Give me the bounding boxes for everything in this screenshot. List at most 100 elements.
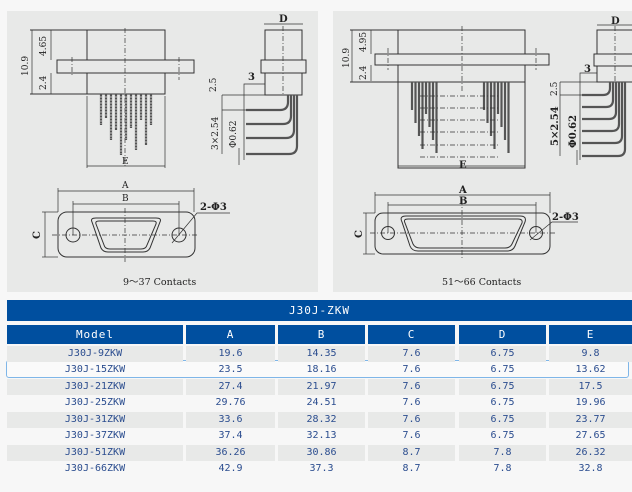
dim-upper: 4.95 xyxy=(359,32,369,52)
bent-pin xyxy=(582,82,615,109)
bent-pin xyxy=(246,95,299,156)
caption-right: 51～66 Contacts xyxy=(442,277,521,288)
bent-pin xyxy=(582,82,612,97)
right-side-view: D 3 2.5 5×2.54 Φ0.62 xyxy=(550,16,632,165)
column-header-c[interactable]: C xyxy=(368,325,455,344)
bent-pin xyxy=(582,82,621,133)
value-cell: 23.77 xyxy=(549,412,632,428)
column-header-a[interactable]: A xyxy=(186,325,275,344)
dim-upper: 4.65 xyxy=(39,36,49,56)
dim-b: B xyxy=(122,194,129,204)
value-cell: 18.16 xyxy=(306,364,337,375)
table-row[interactable]: J30J-25ZKW 29.76 24.51 7.6 6.75 19.96 xyxy=(0,395,632,411)
model-cell: J30J-25ZKW xyxy=(64,397,126,408)
column-header-b[interactable]: B xyxy=(278,325,365,344)
dim-e: E xyxy=(122,157,129,167)
value-cell: 33.6 xyxy=(186,412,275,428)
dim-pin-start: 2.5 xyxy=(550,81,560,96)
dim-pin-dia: Φ0.62 xyxy=(229,121,239,148)
value-cell: 6.75 xyxy=(490,364,515,375)
table-row[interactable]: J30J-15ZKW 23.5 18.16 7.6 6.75 13.62 xyxy=(0,362,632,378)
left-side-view: D 3 2.5 3×2.54 Φ0.62 xyxy=(209,14,307,165)
dim-lower: 2.4 xyxy=(39,75,49,90)
value-cell: 7.6 xyxy=(368,412,455,428)
value-cell: 14.35 xyxy=(278,346,365,362)
value-cell: 6.75 xyxy=(459,346,546,362)
dim-pitch: 3×2.54 xyxy=(211,116,221,150)
model-cell: J30J-51ZKW xyxy=(7,445,183,461)
left-flange-view: A B C 2-Φ3 9～37 Contacts xyxy=(32,181,230,288)
dim-holes: 2-Φ3 xyxy=(552,212,579,223)
dim-d: D xyxy=(279,14,288,25)
bent-pin xyxy=(246,95,293,126)
model-cell: J30J-21ZKW xyxy=(7,379,183,395)
column-header-d[interactable]: D xyxy=(459,325,546,344)
value-cell: 24.51 xyxy=(306,397,337,408)
bent-pin xyxy=(246,95,290,112)
model-cell: J30J-31ZKW xyxy=(7,412,183,428)
value-cell: 7.6 xyxy=(402,397,421,408)
value-cell: 7.6 xyxy=(402,364,421,375)
value-cell: 7.8 xyxy=(459,445,546,461)
dim-total-height: 10.9 xyxy=(342,48,352,68)
table-row[interactable]: J30J-37ZKW 37.4 32.13 7.6 6.75 27.65 xyxy=(0,428,632,444)
value-cell: 8.7 xyxy=(368,445,455,461)
dim-offset: 3 xyxy=(248,72,255,83)
model-cell: J30J-15ZKW xyxy=(64,364,126,375)
bent-pin xyxy=(246,95,296,140)
value-cell: 36.26 xyxy=(186,445,275,461)
dim-pitch: 5×2.54 xyxy=(550,106,561,146)
model-cell: J30J-66ZKW xyxy=(64,463,126,474)
value-cell: 13.62 xyxy=(575,364,606,375)
dim-c: C xyxy=(354,230,365,238)
dim-b: B xyxy=(459,196,467,207)
value-cell: 32.13 xyxy=(306,430,337,441)
dim-total-height: 10.9 xyxy=(21,56,31,76)
value-cell: 27.65 xyxy=(575,430,606,441)
value-cell: 7.6 xyxy=(368,346,455,362)
value-cell: 28.32 xyxy=(278,412,365,428)
value-cell: 9.8 xyxy=(549,346,632,362)
dim-holes: 2-Φ3 xyxy=(200,202,227,213)
value-cell: 29.76 xyxy=(215,397,246,408)
left-front-view: 10.9 4.65 2.4 E xyxy=(21,28,195,168)
column-header-e[interactable]: E xyxy=(549,325,632,344)
value-cell: 19.6 xyxy=(186,346,275,362)
value-cell: 32.8 xyxy=(578,463,603,474)
value-cell: 19.96 xyxy=(575,397,606,408)
value-cell: 6.75 xyxy=(490,397,515,408)
value-cell: 26.32 xyxy=(549,445,632,461)
drawing-panel-right xyxy=(333,11,632,292)
value-cell: 42.9 xyxy=(218,463,243,474)
value-cell: 7.6 xyxy=(368,379,455,395)
value-cell: 23.5 xyxy=(218,364,243,375)
column-header-model[interactable]: Model xyxy=(7,325,183,344)
dim-d: D xyxy=(611,16,620,27)
dim-a: A xyxy=(121,181,129,191)
value-cell: 6.75 xyxy=(459,379,546,395)
value-cell: 7.6 xyxy=(402,430,421,441)
value-cell: 6.75 xyxy=(490,430,515,441)
right-flange-view: A B C 2-Φ3 51～66 Contacts xyxy=(354,185,579,288)
model-cell: J30J-37ZKW xyxy=(64,430,126,441)
connector-drawings: 10.9 4.65 2.4 E D 3 2.5 3×2.54 Φ0.62 xyxy=(21,14,632,288)
dim-pin-dia: Φ0.62 xyxy=(568,115,579,148)
bent-pin xyxy=(582,82,624,145)
value-cell: 27.4 xyxy=(186,379,275,395)
dim-c: C xyxy=(32,231,43,239)
value-cell: 7.8 xyxy=(493,463,512,474)
bent-pin xyxy=(582,82,618,121)
dim-pin-start: 2.5 xyxy=(209,77,219,92)
caption-left: 9～37 Contacts xyxy=(123,277,196,288)
value-cell: 17.5 xyxy=(549,379,632,395)
value-cell: 8.7 xyxy=(402,463,421,474)
right-front-view: 10.9 4.95 2.4 E xyxy=(342,26,550,171)
dim-lower: 2.4 xyxy=(359,65,369,80)
drawing-panel-left xyxy=(7,11,318,292)
value-cell: 37.4 xyxy=(218,430,243,441)
